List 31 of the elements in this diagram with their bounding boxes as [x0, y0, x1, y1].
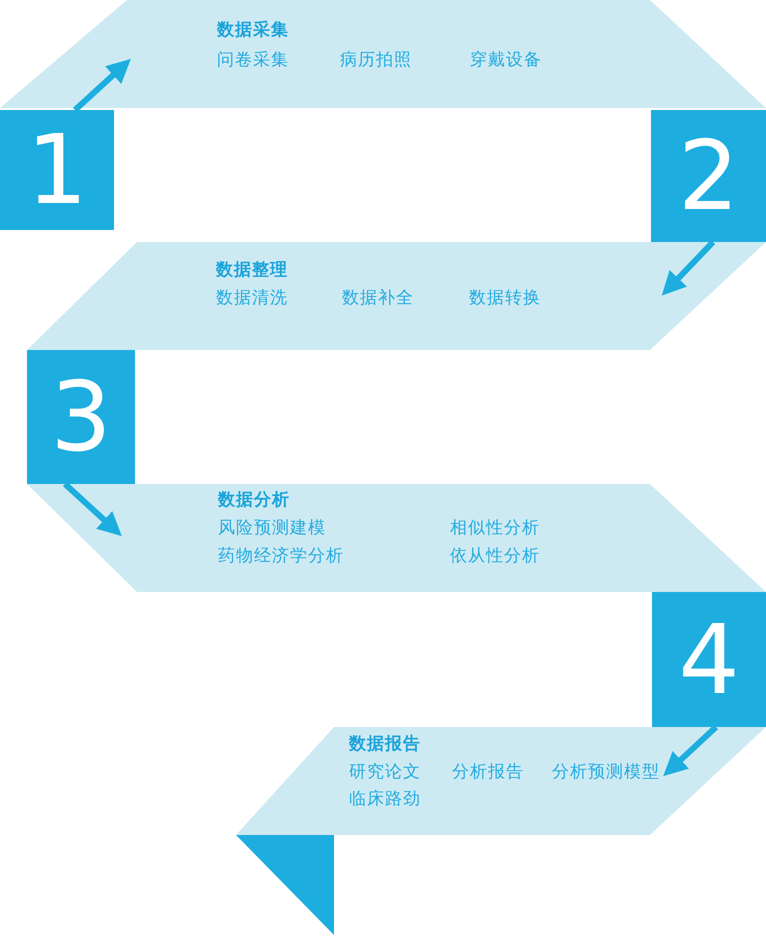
ribbon-band: [236, 727, 766, 835]
step-number-box: 3: [27, 350, 135, 484]
step-item: 分析报告: [452, 761, 524, 783]
step-heading: 数据报告: [349, 733, 421, 755]
step-item: 数据转换: [469, 287, 541, 309]
step-item: 数据清洗: [216, 287, 288, 309]
step-item: 风险预测建模: [218, 517, 326, 539]
step-item: 药物经济学分析: [218, 545, 344, 567]
step-item: 问卷采集: [217, 49, 289, 71]
step-number-box: 1: [0, 110, 114, 230]
ribbon-band: [0, 0, 766, 108]
ribbon-fold-triangle: [236, 835, 334, 935]
arrow: [62, 482, 122, 536]
step-item: 穿戴设备: [470, 49, 542, 71]
step-item: 研究论文: [349, 761, 421, 783]
step-number-box: 4: [652, 592, 766, 727]
arrow: [72, 58, 131, 112]
step-heading: 数据分析: [218, 489, 290, 511]
arrow: [663, 724, 718, 776]
ribbon-band: [27, 242, 766, 350]
step-item: 相似性分析: [450, 517, 540, 539]
step-item: 依从性分析: [450, 545, 540, 567]
step-item: 病历拍照: [340, 49, 412, 71]
step-item: 数据补全: [342, 287, 414, 309]
ribbon-band: [27, 484, 766, 592]
step-heading: 数据整理: [216, 259, 288, 281]
step-number-box: 2: [651, 110, 766, 242]
step-heading: 数据采集: [217, 19, 289, 41]
step-item: 分析预测模型: [552, 761, 660, 783]
step-item: 临床路劲: [349, 788, 421, 810]
arrow: [662, 240, 716, 296]
